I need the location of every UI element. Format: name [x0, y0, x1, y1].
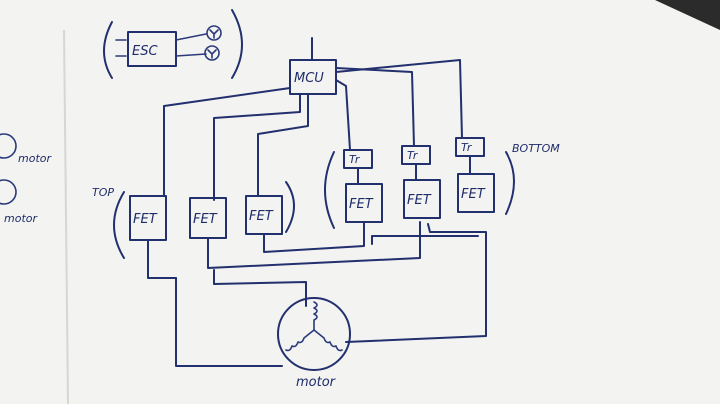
- fet-bottom-2-label: FET: [407, 193, 432, 208]
- left-partial-motors: motor motor: [0, 133, 52, 225]
- fet-bottom-3: [457, 173, 495, 213]
- motor-circle: [277, 297, 351, 371]
- motor-coil-top: [313, 301, 318, 331]
- fet-top-3-label: FET: [249, 209, 274, 224]
- tr-3-label: Tr: [461, 141, 473, 154]
- fet-bottom-2: [403, 179, 441, 219]
- motor-coil-right: [313, 329, 343, 352]
- mcu-label: MCU: [294, 71, 324, 86]
- tr-2-label: Tr: [407, 149, 419, 162]
- fet-top-1-label: FET: [133, 212, 158, 227]
- top-label: TOP: [92, 186, 114, 199]
- phase-wires: [147, 221, 487, 367]
- tr-1-label: Tr: [349, 153, 361, 166]
- esc-label: ESC: [132, 44, 158, 59]
- motor: motor: [277, 297, 351, 390]
- esc-sketch: ESC: [103, 9, 243, 79]
- motor-coil-left: [285, 329, 315, 352]
- motor-label: motor: [296, 375, 337, 390]
- paper-fold: [63, 29, 69, 404]
- left-motor-label-1: motor: [18, 152, 52, 165]
- control-wires: [163, 59, 463, 201]
- fet-bottom-3-label: FET: [461, 187, 486, 202]
- small-motor-symbol-1: [206, 25, 222, 41]
- fet-bottom-1-label: FET: [349, 197, 374, 212]
- small-motor-symbol-2: [204, 45, 220, 61]
- fet-top-2-label: FET: [193, 212, 218, 227]
- bottom-fet-group: BOTTOM Tr Tr Tr FET FET FET: [324, 137, 560, 229]
- left-motor-label-2: motor: [4, 212, 38, 225]
- mcu: MCU: [289, 37, 337, 95]
- bottom-label: BOTTOM: [512, 142, 560, 155]
- top-fet-group: TOP FET FET FET: [92, 181, 295, 259]
- esc-box: [127, 31, 177, 67]
